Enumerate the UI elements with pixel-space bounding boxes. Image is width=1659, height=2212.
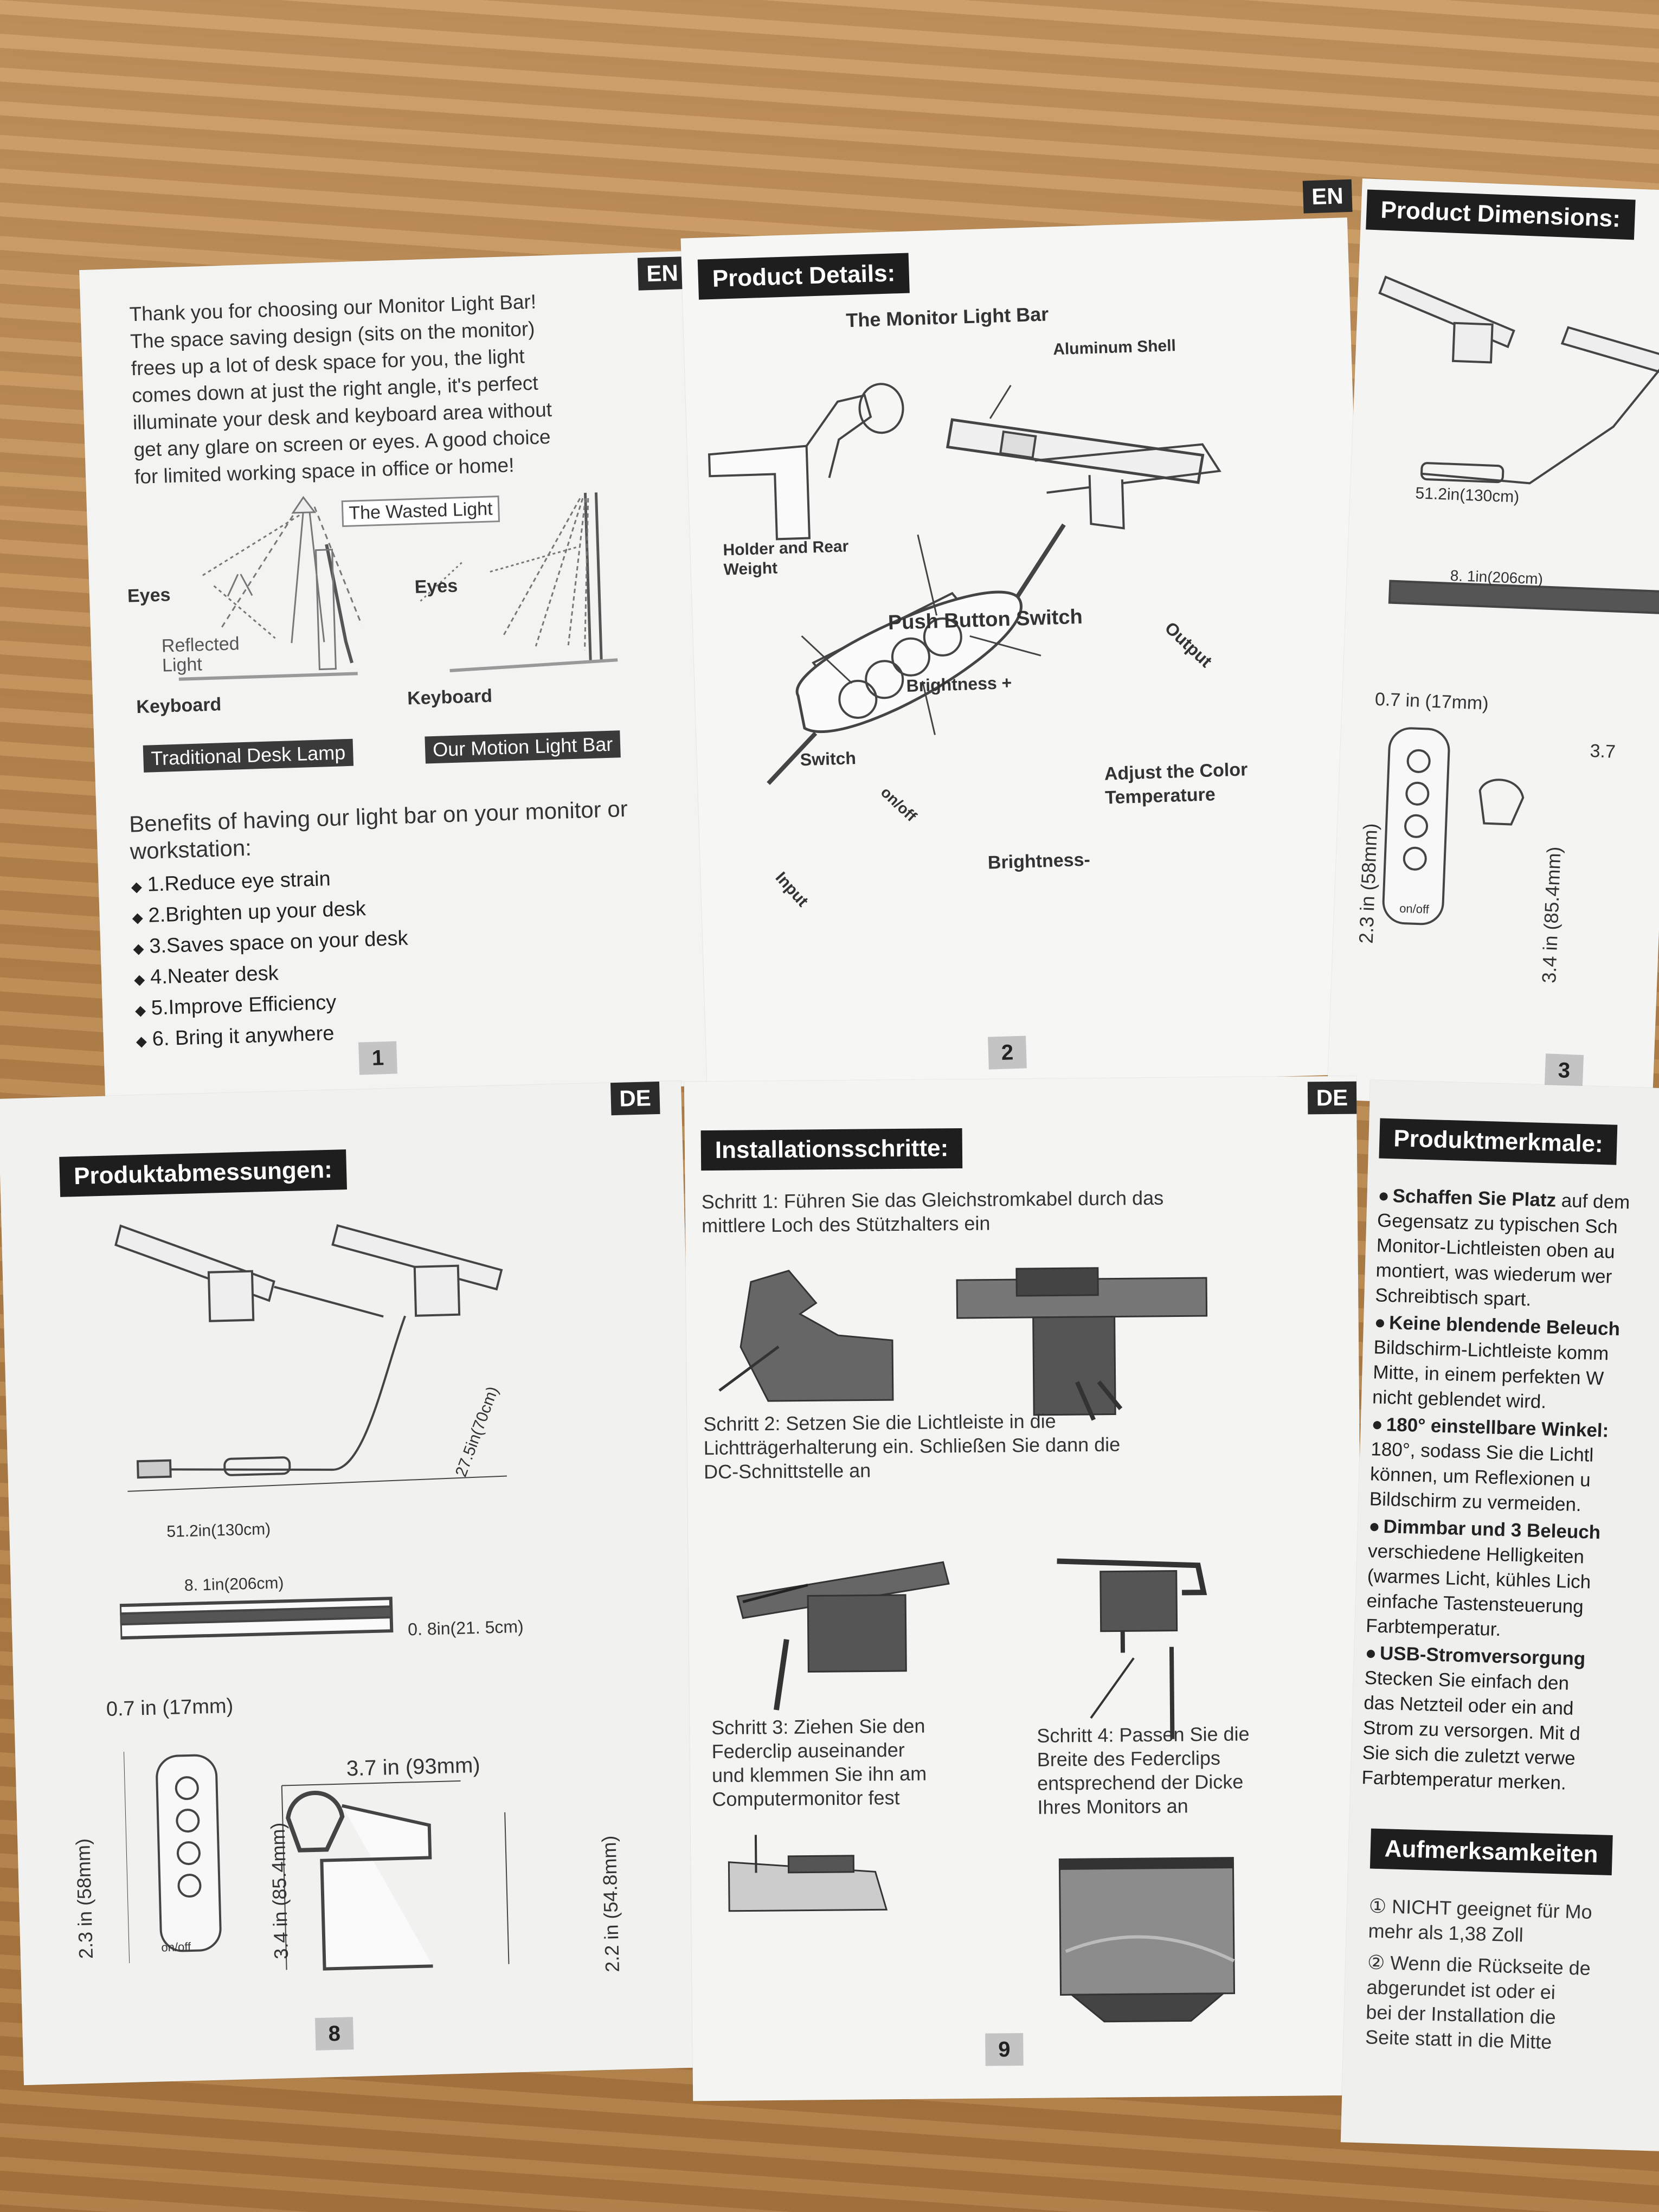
adjust-color-label: Adjust the Color Temperature — [1104, 759, 1248, 808]
bar-length-label: 8. 1in(206cm) — [1450, 567, 1544, 588]
panel-installation-de: DE Installationsschritte: Schritt 1: Füh… — [684, 1076, 1366, 2101]
page-number: 9 — [985, 2033, 1024, 2066]
feature-item: Keine blendende BeleuchBildschirm-Lichtl… — [1372, 1310, 1659, 1418]
step-line: entsprechend der Dicke — [1037, 1770, 1244, 1795]
bar-height-label: 0. 8in(21. 5cm) — [407, 1616, 524, 1639]
benefits-list: 1.Reduce eye strain 2.Brighten up your d… — [131, 862, 411, 1056]
page-number: 2 — [988, 1036, 1027, 1070]
step-line: Federclip auseinander — [711, 1738, 905, 1763]
clip-height-label: 3.4 in (85.4mm) — [266, 1822, 293, 1960]
caption-motion-light-bar: Our Motion Light Bar — [425, 730, 621, 764]
panel-features-de: Produktmerkmale: Schaffen Sie Platz auf … — [1340, 1080, 1659, 2151]
aufmerksamkeiten-heading: Aufmerksamkeiten — [1369, 1828, 1613, 1876]
step2-text: Schritt 2: Setzen Sie die Lichtleiste in… — [703, 1409, 1121, 1484]
panel-dimensions-de: DE Produktabmessungen: — [0, 1081, 707, 2086]
page-number: 3 — [1544, 1053, 1584, 1088]
intro-text: Thank you for choosing our Monitor Light… — [129, 288, 554, 491]
step-line: Computermonitor fest — [712, 1786, 900, 1811]
partial-dim-label: 3.7 — [1589, 741, 1616, 762]
eyes-label-left: Eyes — [127, 584, 171, 607]
step-line: Schritt 2: Setzen Sie die Lichtleiste in… — [703, 1410, 1056, 1436]
step4-text: Schritt 4: Passen Sie die Breite des Fed… — [1037, 1722, 1250, 1819]
produktabmessungen-heading: Produktabmessungen: — [59, 1149, 347, 1197]
clip-width-label: 3.7 in (93mm) — [346, 1753, 481, 1781]
lang-tag: EN — [1302, 179, 1353, 214]
benefits-title: Benefits of having our light bar on your… — [128, 795, 628, 864]
step-line: Schritt 3: Ziehen Sie den — [711, 1714, 925, 1739]
onoff-label: on/off — [1399, 901, 1430, 916]
panel-intro-en: EN Thank you for choosing our Monitor Li… — [79, 250, 718, 1105]
width-label: 0.7 in (17mm) — [1374, 689, 1489, 714]
step1-text: Schritt 1: Führen Sie das Gleichstromkab… — [702, 1186, 1164, 1238]
step-line: DC-Schnittstelle an — [703, 1459, 871, 1483]
page-number: 8 — [314, 2017, 354, 2051]
lang-tag: DE — [1307, 1081, 1357, 1115]
product-dimensions-heading: Product Dimensions: — [1366, 189, 1636, 240]
height-label: 2.3 in (58mm) — [1354, 822, 1382, 944]
switch-height-label: 2.3 in (58mm) — [72, 1838, 97, 1959]
page-number: 1 — [358, 1041, 397, 1075]
installationsschritte-heading: Installationsschritte: — [700, 1128, 963, 1171]
caption-traditional-lamp: Traditional Desk Lamp — [143, 738, 353, 773]
keyboard-label-left: Keyboard — [136, 694, 222, 718]
step-line: Breite des Federclips — [1037, 1746, 1221, 1771]
dimensions-de-illustration — [114, 1224, 510, 1971]
step-line: Lichtträgerhalterung ein. Schließen Sie … — [703, 1433, 1121, 1459]
cable-length-label: 51.2in(130cm) — [166, 1520, 271, 1541]
keyboard-label-right: Keyboard — [407, 685, 493, 709]
installation-illustration — [718, 1267, 1236, 2023]
switch-width-label: 0.7 in (17mm) — [106, 1694, 234, 1721]
step-line: mittlere Loch des Stützhalters ein — [701, 1212, 991, 1237]
feature-item: 180° einstellbare Winkel:180°, sodass Si… — [1369, 1412, 1659, 1520]
step3-text: Schritt 3: Ziehen Sie den Federclip ause… — [711, 1714, 927, 1811]
switch-label: Switch — [800, 748, 857, 770]
lang-tag: DE — [610, 1081, 660, 1116]
step-line: Ihres Monitors an — [1037, 1795, 1188, 1818]
holder-label: Holder and Rear Weight — [723, 537, 849, 579]
brightness-minus-label: Brightness- — [987, 849, 1091, 873]
step-line: Schritt 4: Passen Sie die — [1037, 1722, 1250, 1747]
step-line: Schritt 1: Führen Sie das Gleichstromkab… — [701, 1186, 1164, 1213]
panel-product-details-en: EN Product Details: The Monitor Light Ba… — [680, 179, 1374, 1095]
lang-tag: EN — [637, 256, 687, 291]
panel-dimensions-en: Product Dimensions: 51.2in(130cm) 8. 1in… — [1327, 178, 1659, 1112]
step-line: und klemmen Sie ihn am — [711, 1762, 927, 1787]
lighting-comparison-diagram — [178, 492, 618, 681]
dimensions-illustration — [1378, 275, 1659, 925]
wasted-light-label: The Wasted Light — [341, 495, 500, 528]
reflected-light-label: Reflected Light — [161, 633, 240, 676]
produktmerkmale-heading: Produktmerkmale: — [1379, 1118, 1618, 1165]
brightness-plus-label: Brightness + — [906, 672, 1012, 696]
eyes-label-right: Eyes — [414, 575, 458, 597]
light-bar-title: The Monitor Light Bar — [845, 303, 1049, 332]
product-details-illustration — [708, 383, 1221, 785]
clip-height2-label: 2.2 in (54.8mm) — [597, 1835, 623, 1973]
onoff-label: on/off — [161, 1940, 191, 1954]
product-details-heading: Product Details: — [697, 253, 910, 300]
bar-length-label: 8. 1in(206cm) — [184, 1574, 284, 1595]
